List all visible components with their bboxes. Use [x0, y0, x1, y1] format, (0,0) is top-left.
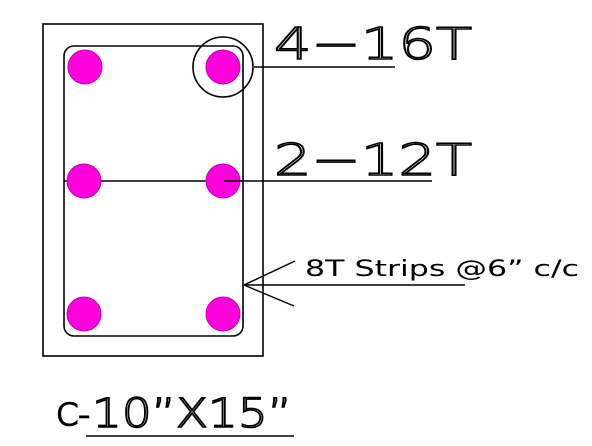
concrete-outline [42, 23, 264, 357]
rebar-middle-left [66, 163, 102, 199]
rebar-bottom-left [66, 296, 102, 332]
stirrup-label: 8T Strips @6” c/c [305, 257, 579, 282]
main-bars-label: 4−16T [274, 19, 472, 70]
stirrup-leader [243, 260, 465, 307]
rebar-group [66, 49, 241, 332]
section-size-label: 10”X15” [92, 391, 292, 437]
rebar-bottom-right [205, 296, 241, 332]
section-prefix: C- [56, 398, 90, 433]
rebar-top-left [67, 49, 103, 85]
stirrup-outline [63, 45, 244, 337]
side-bars-label: 2−12T [274, 135, 472, 186]
rebar-top-right [205, 49, 241, 85]
bar-highlight-circle [192, 36, 254, 98]
